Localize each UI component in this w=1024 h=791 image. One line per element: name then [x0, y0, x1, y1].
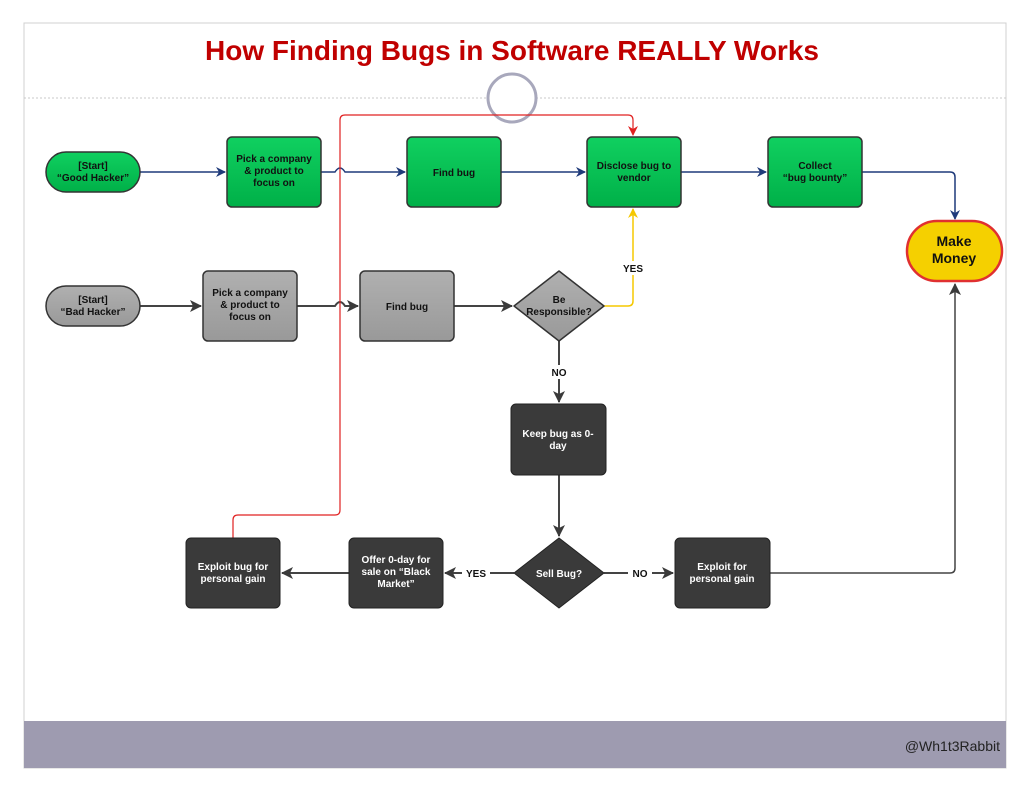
- footer-band: [24, 721, 1006, 768]
- svg-text:Sell Bug?: Sell Bug?: [536, 569, 582, 580]
- svg-text:Collect“bug bounty”: Collect“bug bounty”: [783, 161, 847, 184]
- node-keep-zero-day: Keep bug as 0-day: [510, 403, 607, 476]
- svg-text:[Start]“Bad Hacker”: [Start]“Bad Hacker”: [60, 295, 125, 318]
- svg-text:Find bug: Find bug: [433, 168, 475, 179]
- page-title: How Finding Bugs in Software REALLY Work…: [205, 35, 819, 66]
- edge-label-yes: YES: [623, 264, 643, 275]
- edge-label-no: NO: [633, 569, 648, 580]
- node-bad-start: [Start]“Bad Hacker”: [45, 285, 141, 327]
- node-good-start: [Start]“Good Hacker”: [45, 151, 141, 193]
- node-collect-bounty: Collect“bug bounty”: [767, 136, 863, 208]
- svg-text:Find bug: Find bug: [386, 302, 428, 313]
- edge-exploit-to-money: [770, 283, 961, 574]
- node-bad-find-bug: Find bug: [359, 270, 455, 342]
- node-good-find-bug: Find bug: [406, 136, 502, 208]
- edge-label-no: NO: [552, 368, 567, 379]
- author-credit: @Wh1t3Rabbit: [905, 738, 1000, 754]
- edge-exploit-bug-to-disclose: [232, 114, 638, 538]
- slide-frame: [23, 22, 1007, 769]
- edge-responsible-yes-to-disclose: [604, 208, 638, 307]
- divider-circle-ornament: [486, 72, 538, 124]
- svg-text:[Start]“Good Hacker”: [Start]“Good Hacker”: [57, 161, 129, 184]
- svg-text:Keep bug as 0-day: Keep bug as 0-day: [522, 429, 593, 452]
- edge-collect-to-money: [862, 171, 960, 220]
- edge-label-yes: YES: [466, 569, 486, 580]
- decision-sell-bug: Sell Bug?: [513, 537, 605, 609]
